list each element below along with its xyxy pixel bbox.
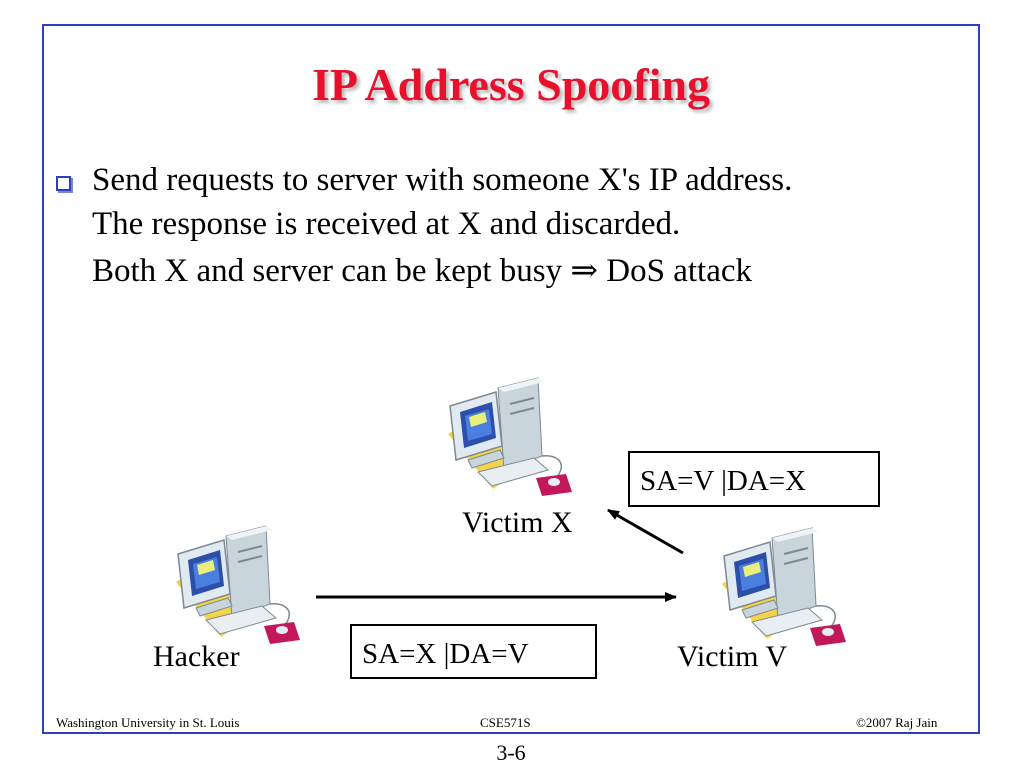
bullet-line-2: The response is received at X and discar…: [92, 206, 681, 242]
slide-frame: [42, 24, 980, 734]
bullet-line-1: Send requests to server with someone X's…: [92, 162, 793, 198]
hacker-computer-icon: [176, 525, 300, 644]
page-number: 3-6: [496, 740, 526, 765]
hacker-label: Hacker: [153, 640, 240, 673]
footer-left: Washington University in St. Louis: [56, 715, 240, 730]
bullet-line-3: Both X and server can be kept busy ⇒ DoS…: [92, 253, 752, 289]
victim-v-computer-icon: [722, 527, 846, 646]
footer-right: ©2007 Raj Jain: [856, 715, 938, 730]
victim-x-label: Victim X: [462, 506, 573, 539]
victim-v-to-victim-x-arrow: [607, 508, 684, 555]
packet-v-to-x-box: SA=V |DA=X: [628, 451, 880, 507]
victim-v-label: Victim V: [677, 640, 788, 673]
slide-title: IP Address Spoofing: [312, 59, 710, 110]
packet-hacker-to-v-box: SA=X |DA=V: [350, 624, 597, 679]
bullet-square-icon: [56, 176, 71, 191]
footer-center: CSE571S: [480, 715, 531, 730]
victim-x-computer-icon: [448, 377, 572, 496]
